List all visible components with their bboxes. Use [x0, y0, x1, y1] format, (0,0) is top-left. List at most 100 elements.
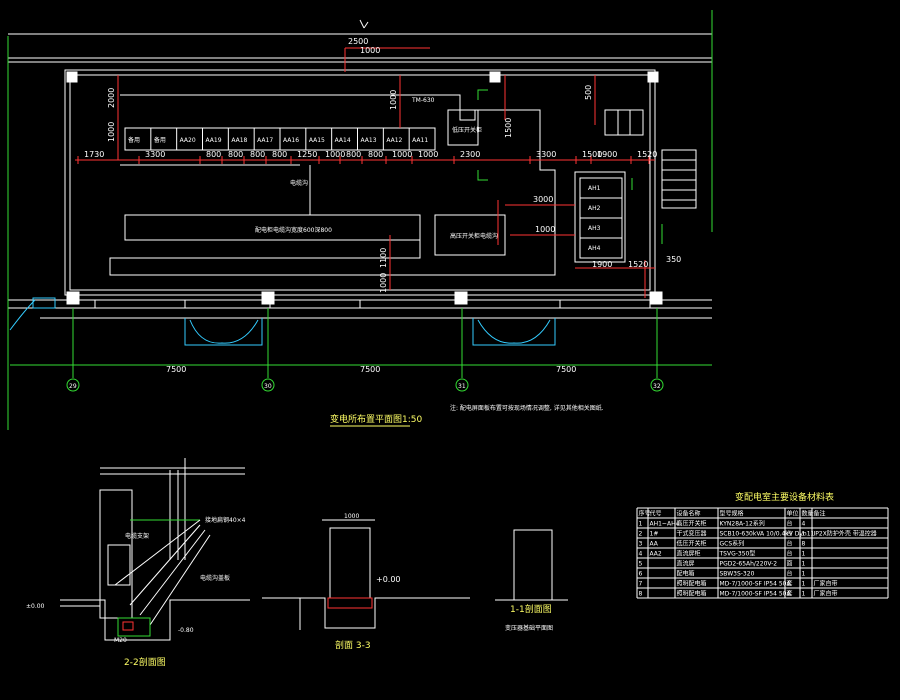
table-cell: MD-7/1000-SF IP54 50A: [720, 591, 792, 598]
table-cell: 套: [787, 590, 793, 598]
dim-row-label: 800: [228, 150, 243, 159]
column: [649, 291, 663, 305]
vdim: 1000: [379, 273, 388, 293]
hv-dim-label: 1000: [535, 225, 555, 234]
dim-row-label: 800: [272, 150, 287, 159]
section-markers: [7, 10, 713, 430]
room-outline: [64, 69, 656, 296]
table-cell: PGD2-65Ah/220V-2: [720, 561, 778, 568]
transformer-label: TM-630: [411, 97, 435, 104]
panel-dividers: [150, 128, 410, 150]
table-header: 单位: [787, 510, 799, 518]
table-cell: AA2: [650, 551, 662, 558]
door-frame-right: [472, 318, 556, 346]
table-header: 代号: [650, 510, 662, 518]
sec1-cabinet: [513, 529, 553, 601]
table-cell: 台: [787, 520, 793, 528]
sec-leader-5: [149, 534, 211, 626]
stair: [661, 149, 697, 209]
axis-label: 31: [458, 383, 466, 390]
duct-label: 高压开关柜电缆沟: [450, 232, 498, 240]
vdim: 500: [584, 85, 593, 100]
grid-bubble: [455, 378, 469, 392]
table-cell: 1#: [650, 531, 659, 538]
column: [647, 71, 659, 83]
sec1-title: 1-1剖面图: [510, 603, 552, 615]
section-marker: [477, 170, 488, 181]
panel-label: AA12: [386, 137, 402, 144]
axis-dim: 7500: [166, 365, 186, 374]
cable-trench-path: [109, 94, 556, 276]
table-cell: 1: [802, 561, 806, 568]
hv-panel-label: AH2: [588, 205, 601, 212]
table-header: 数量: [802, 510, 814, 518]
dim-row-label: 1520: [637, 150, 657, 159]
table-cell: 干式变压器: [677, 530, 707, 538]
break-mark: [359, 19, 365, 29]
table-cell: 1: [802, 591, 806, 598]
dimension-lines: [75, 47, 655, 298]
table-cell: 直流屏: [677, 560, 695, 568]
table-cell: MD-7/1000-SF IP54 50A: [720, 581, 792, 588]
table-cell: 8: [639, 591, 643, 598]
grid-bubble: [650, 378, 664, 392]
section-2-2-texts: ±0.00 电缆支架 接地扁钢40×4 电缆沟盖板 -0.80 M20 2-2剖…: [26, 516, 246, 668]
vdim: 1000: [389, 90, 398, 110]
table-cell: 厂家自带: [814, 580, 838, 588]
table-cell: 6: [639, 571, 643, 578]
dim-row-label: 1730: [84, 150, 104, 159]
sec-label: M20: [114, 637, 127, 644]
panel-label: AA17: [257, 137, 273, 144]
dim-row-label: 1000: [325, 150, 345, 159]
table-cell: 8: [802, 541, 806, 548]
dim-row-label: 1000: [418, 150, 438, 159]
table-cell: 3: [639, 541, 643, 548]
top-dim-label: 2500: [348, 37, 368, 46]
sec-box: [107, 544, 131, 586]
table-cell: 台: [787, 550, 793, 558]
panel-label: AA20: [180, 137, 196, 144]
dim-row-label: 1500: [582, 150, 602, 159]
table-cell: 台: [787, 540, 793, 548]
plan-title: 变电所布置平面图1:50: [330, 413, 422, 425]
grid-axes: [10, 308, 712, 392]
table-cell: 低压开关柜: [677, 540, 707, 548]
table-cell: AA: [650, 541, 659, 548]
top-dim-label: 1000: [360, 46, 380, 55]
vdim: 1500: [504, 118, 513, 138]
table-title: 变配电室主要设备材料表: [735, 491, 834, 503]
hv-panel-label: AH3: [588, 225, 601, 232]
panel-label: AA18: [231, 137, 247, 144]
panel-label: AA16: [283, 137, 299, 144]
dim-row-label: 800: [250, 150, 265, 159]
dim-row-label: 3300: [536, 150, 556, 159]
dim-row-label: 800: [368, 150, 383, 159]
table-header: 型号规格: [720, 510, 744, 518]
dim-row-label: 1250: [297, 150, 317, 159]
axis-label: 30: [264, 383, 272, 390]
section-1-1-texts: 1-1剖面图 变压器基础平面图: [505, 603, 553, 632]
table-cell: 1: [802, 581, 806, 588]
door-frame-left: [184, 318, 263, 346]
duct-label: 配电柜电缆沟宽度600深800: [255, 226, 332, 234]
table-cell: 1: [802, 531, 806, 538]
panel-label: AA11: [412, 137, 428, 144]
panel-label: AA15: [309, 137, 325, 144]
sec1-subtitle: 变压器基础平面图: [505, 624, 553, 632]
panel-label: AA19: [206, 137, 222, 144]
vdim: 1100: [379, 248, 388, 268]
table-cell: 配电箱: [677, 570, 695, 578]
table-cell: SBW3S-320: [720, 571, 755, 578]
vdim: 1000: [107, 122, 116, 142]
table-cell: GCS系列: [720, 540, 745, 548]
table-grid: [636, 507, 889, 599]
column: [489, 71, 501, 83]
table-cell: 4: [639, 551, 643, 558]
section-3-3: [262, 519, 470, 630]
column: [454, 291, 468, 305]
table-cell: KYN28A-12系列: [720, 520, 765, 528]
column: [66, 291, 80, 305]
